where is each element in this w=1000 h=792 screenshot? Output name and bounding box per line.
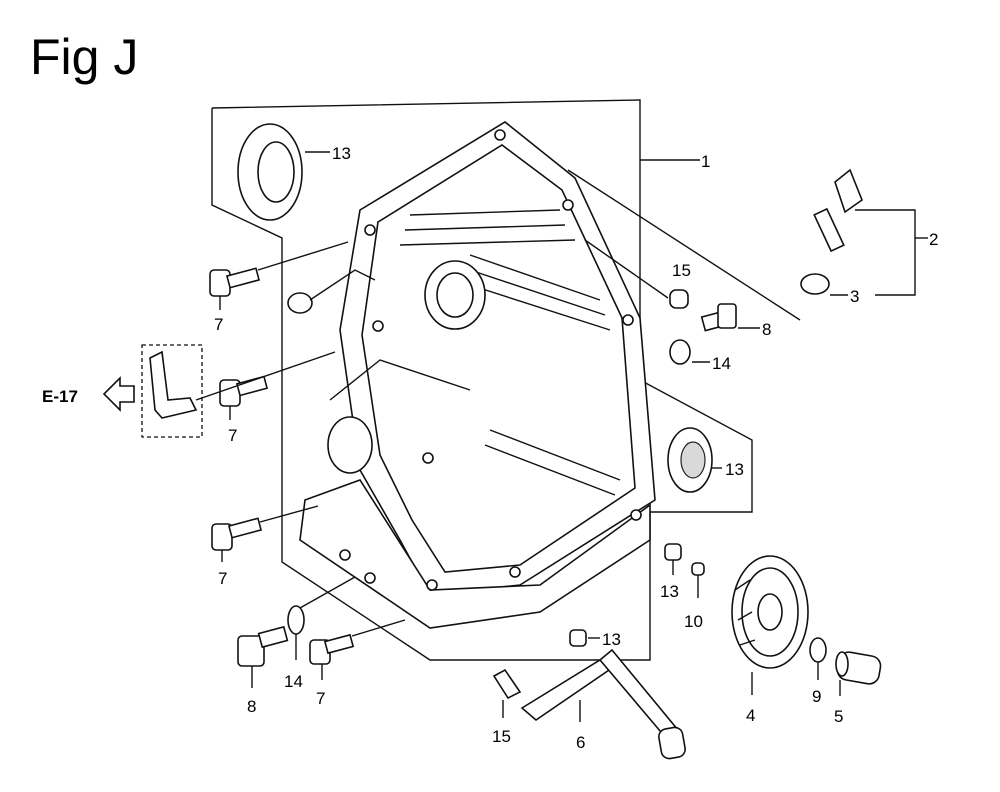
oil-seal-12 [237, 123, 303, 221]
leader-14-left-body [299, 576, 356, 609]
callout-14-right: 14 [712, 354, 731, 373]
callout-7-middle: 7 [228, 426, 237, 445]
callout-13-lower: 13 [602, 630, 621, 649]
callout-15: 15 [492, 727, 511, 746]
nut-13-upper [664, 543, 682, 561]
bolt-8-left [237, 625, 289, 667]
washer-14-left [287, 605, 305, 635]
callout-1: 1 [701, 152, 710, 171]
callout-4: 4 [746, 706, 755, 725]
leader-3-body [567, 169, 801, 321]
leader-7-bottom-body [351, 619, 406, 637]
callout-7-upper: 7 [214, 315, 223, 334]
figure-title: Fig J [30, 29, 138, 85]
governor-arm-6 [520, 648, 686, 760]
drain-plug-2 [813, 168, 863, 253]
leader-2-3 [855, 209, 916, 296]
callout-12: 13 [332, 144, 351, 163]
callout-11: 13 [725, 460, 744, 479]
bolt-8-right [700, 303, 737, 332]
shaft-5 [835, 651, 882, 685]
callout-13-upper: 13 [660, 582, 679, 601]
washer-3 [800, 273, 830, 295]
bolt-7-upper [209, 267, 261, 297]
crankcase-body [287, 121, 656, 629]
washer-9 [809, 637, 827, 663]
dowel-16 [669, 289, 689, 309]
bolt-7-lower [211, 517, 263, 551]
callout-7-lower: 7 [218, 569, 227, 588]
bolt-7-bottom [309, 633, 355, 665]
oil-seal-11 [667, 427, 713, 493]
nut-13-lower [569, 629, 587, 647]
breather-tube-box [141, 344, 203, 438]
governor-gear-4 [731, 555, 809, 669]
leader-7-lower-body [259, 505, 319, 523]
callout-3: 3 [850, 287, 859, 306]
reference-e17: E-17 [42, 387, 78, 406]
leader-tube-body [195, 351, 336, 401]
leader-16-body [584, 239, 669, 299]
callout-8-right: 8 [762, 320, 771, 339]
clip-10 [691, 562, 705, 576]
pin-15 [492, 668, 522, 700]
callout-6: 6 [576, 733, 585, 752]
callout-8-left: 8 [247, 697, 256, 716]
washer-14-right [669, 339, 691, 365]
callout-10: 10 [684, 612, 703, 631]
callout-9: 9 [812, 687, 821, 706]
callout-14-left: 14 [284, 672, 303, 691]
bolt-7-middle [219, 375, 269, 407]
callout-7-bottom: 7 [316, 689, 325, 708]
callout-16: 15 [672, 261, 691, 280]
callout-2: 2 [929, 230, 938, 249]
leader-7-upper-body [257, 241, 349, 271]
breather-tube [149, 350, 198, 419]
callout-5: 5 [834, 707, 843, 726]
arrow-left-icon [102, 376, 135, 412]
